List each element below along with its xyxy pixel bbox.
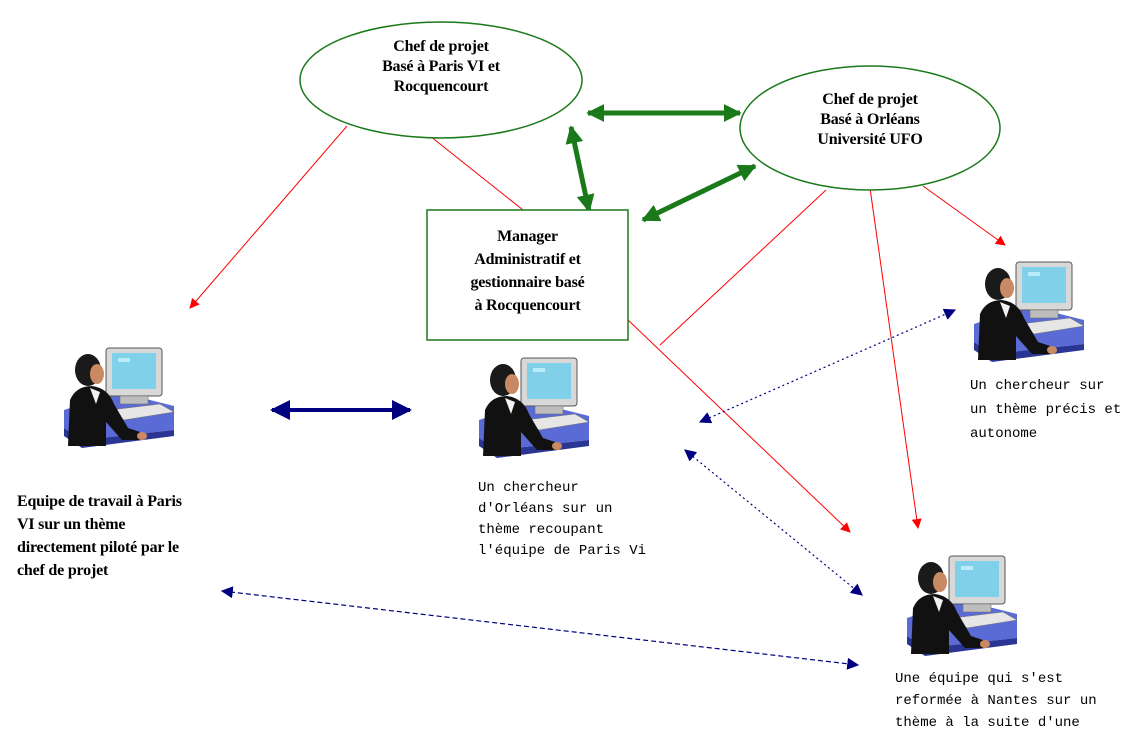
chercheur-autonome-line-1: Un chercheur sur xyxy=(970,378,1105,394)
chercheur-orleans-line-2: d'Orléans sur un xyxy=(478,501,613,517)
chef-orleans-line-3: Université UFO xyxy=(817,131,923,148)
chercheur-autonome-line-2: un thème précis et xyxy=(970,402,1122,418)
chef-orleans-line-1: Chef de projet xyxy=(822,91,918,108)
equipe-nantes-line-3: thème à la suite d'une xyxy=(895,715,1080,731)
equipe-paris-line-3: directement piloté par le xyxy=(17,539,179,556)
researcher-computer-icon xyxy=(478,357,590,459)
equipe-paris-line-4: chef de projet xyxy=(17,562,109,579)
navy-dashed-arrow xyxy=(220,586,860,670)
red-arrow xyxy=(869,187,922,529)
researcher-computer-icon xyxy=(973,261,1085,363)
chercheur-orleans-label: Un chercheur d'Orléans sur un thème reco… xyxy=(478,478,678,562)
researcher-computer-icon xyxy=(63,347,175,449)
manager-line-2: Administratif et xyxy=(474,251,581,268)
manager-box xyxy=(426,209,629,341)
manager-label: Manager Administratif et gestionnaire ba… xyxy=(427,225,628,317)
green-double-arrow xyxy=(641,163,757,223)
chercheur-orleans-line-4: l'équipe de Paris Vi xyxy=(478,543,647,559)
researcher-computer-icon xyxy=(906,555,1018,657)
navy-dotted-arrow xyxy=(698,308,957,424)
equipe-nantes-line-1: Une équipe qui s'est xyxy=(895,671,1064,687)
chef-paris-label: Chef de projet Basé à Paris VI et Rocque… xyxy=(371,37,511,97)
manager-line-1: Manager xyxy=(497,228,558,245)
equipe-paris-line-2: VI sur un thème xyxy=(17,516,126,533)
red-line xyxy=(659,189,827,346)
chercheur-orleans-line-3: thème recoupant xyxy=(478,522,605,538)
manager-line-3: gestionnaire basé xyxy=(470,274,585,291)
manager-line-4: à Rocquencourt xyxy=(474,297,581,314)
red-arrow xyxy=(922,185,1006,246)
chef-paris-line-2: Basé à Paris VI et xyxy=(382,58,500,75)
chercheur-autonome-line-3: autonome xyxy=(970,426,1038,442)
equipe-nantes-label: Une équipe qui s'est reformée à Nantes s… xyxy=(895,668,1140,734)
chef-orleans-ellipse xyxy=(739,65,1001,191)
chef-orleans-label: Chef de projet Basé à Orléans Université… xyxy=(790,90,950,150)
red-arrow xyxy=(189,125,348,309)
green-double-arrow xyxy=(565,125,595,213)
red-line xyxy=(429,135,524,211)
equipe-paris-line-1: Equipe de travail à Paris xyxy=(17,493,182,510)
navy-dotted-arrow xyxy=(684,449,863,596)
equipe-paris-label: Equipe de travail à Paris VI sur un thèm… xyxy=(17,490,257,582)
chef-orleans-line-2: Basé à Orléans xyxy=(820,111,920,128)
equipe-nantes-line-2: reformée à Nantes sur un xyxy=(895,693,1097,709)
chercheur-autonome-label: Un chercheur sur un thème précis et auto… xyxy=(970,374,1140,446)
chef-paris-line-1: Chef de projet xyxy=(393,38,489,55)
chef-paris-line-3: Rocquencourt xyxy=(393,78,489,95)
chercheur-orleans-line-1: Un chercheur xyxy=(478,480,579,496)
chef-paris-ellipse xyxy=(299,21,583,139)
